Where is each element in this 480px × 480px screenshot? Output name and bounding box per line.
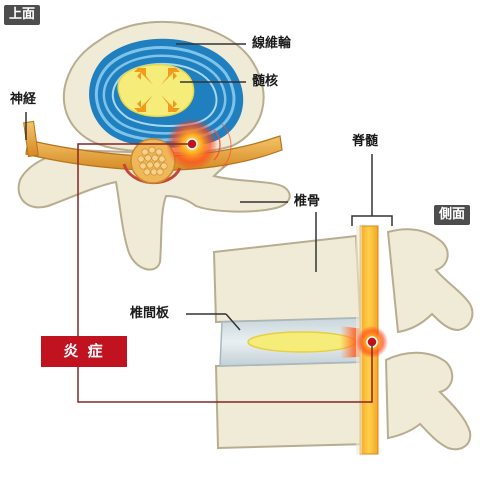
top-view-nucleus [117,63,195,118]
nucleus-label: 髄核 [252,74,279,89]
nerve-root [23,120,283,171]
annulus-label: 線維輪 [252,36,292,51]
disc-label: 椎間板 [130,306,170,321]
spinal-cord-label: 脊髄 [352,134,379,149]
top-view-tag: 上面 [4,5,41,25]
side-view-spine [212,154,474,455]
inflammation-connector [77,143,373,403]
pressure-arrows-icon [134,68,180,112]
callout-lines [25,43,317,331]
side-view-tag: 側面 [434,205,471,225]
nerve-label: 神経 [10,92,37,107]
top-view-spinal-cord [122,138,182,184]
vertebra-label: 椎骨 [294,194,321,209]
inflammation-badge: 炎 症 [41,336,127,367]
